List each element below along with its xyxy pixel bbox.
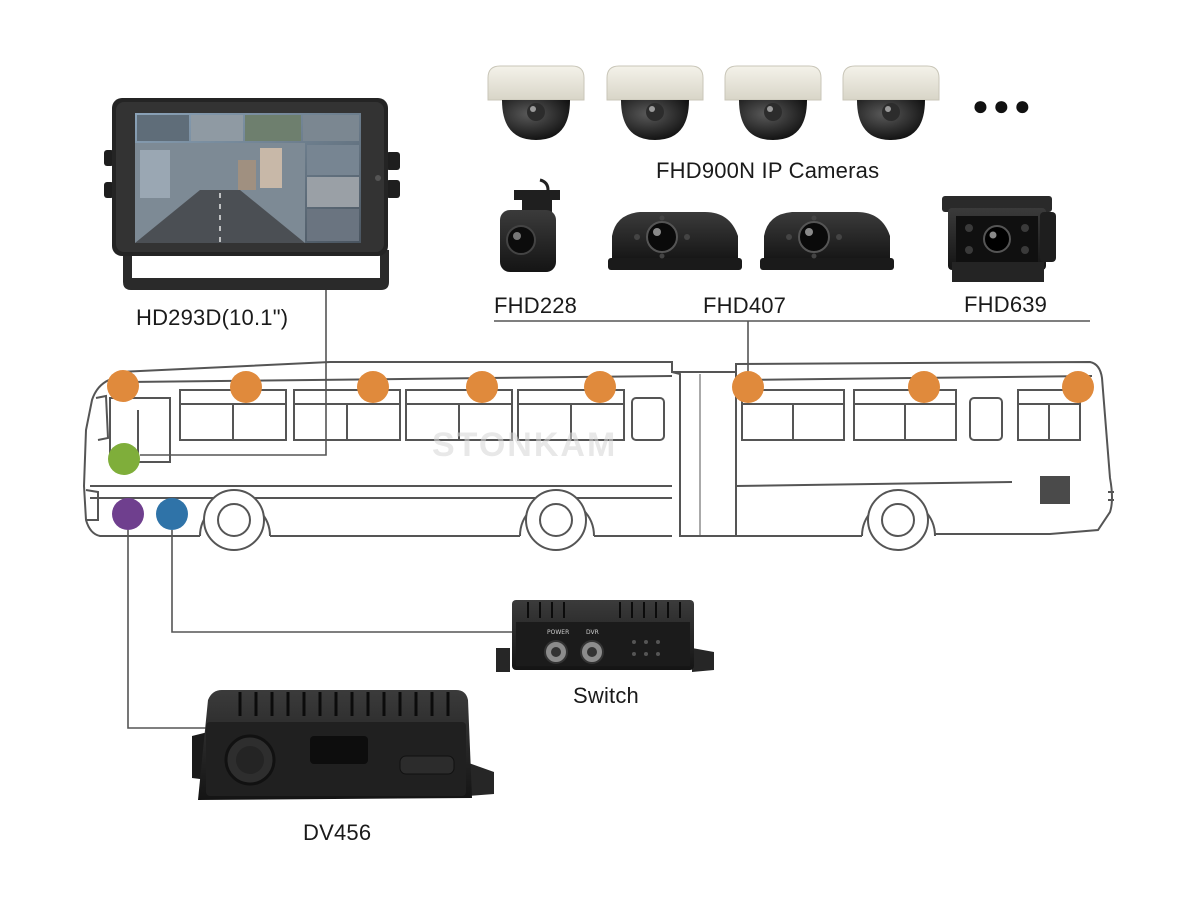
dvr-dv456 (192, 690, 494, 800)
switch-marker (156, 498, 188, 530)
camera-fhd228 (500, 178, 560, 272)
articulated-bus (82, 360, 1114, 537)
bus-wheels (199, 489, 936, 551)
camera-marker (357, 371, 389, 403)
switch-box: POWER DVR (496, 600, 714, 672)
label-ip-cameras: FHD900N IP Cameras (656, 158, 880, 183)
bus-rear-panel (1040, 476, 1070, 504)
camera-marker (107, 370, 139, 402)
camera-marker (1062, 371, 1094, 403)
wire-switch (171, 530, 512, 633)
wire-monitor-to-bus (140, 285, 327, 456)
connection-wires (127, 285, 1090, 729)
camera-fhd407-right (760, 212, 894, 270)
camera-marker (466, 371, 498, 403)
switch-dvr-text: DVR (586, 629, 599, 636)
camera-marker (908, 371, 940, 403)
label-fhd639: FHD639 (964, 292, 1048, 317)
camera-marker (732, 371, 764, 403)
camera-marker (230, 371, 262, 403)
camera-fhd639 (942, 196, 1056, 282)
label-fhd407: FHD407 (703, 293, 787, 318)
monitor-hd293d (104, 98, 400, 290)
dome-cameras-fhd900n (487, 65, 940, 140)
dvr-marker (112, 498, 144, 530)
camera-position-markers (107, 370, 1094, 403)
monitor-marker (108, 443, 140, 475)
label-monitor-hd293d: HD293D(10.1") (136, 305, 289, 330)
more-cameras-icon: ●●● (972, 90, 1035, 121)
switch-power-text: POWER (547, 629, 569, 636)
watermark: STONKAM (432, 426, 618, 464)
label-switch: Switch (573, 683, 639, 708)
label-fhd228: FHD228 (494, 293, 578, 318)
camera-fhd407-left (608, 212, 742, 270)
label-dvr-dv456: DV456 (303, 820, 372, 845)
wire-dvr (127, 530, 208, 729)
camera-marker (584, 371, 616, 403)
